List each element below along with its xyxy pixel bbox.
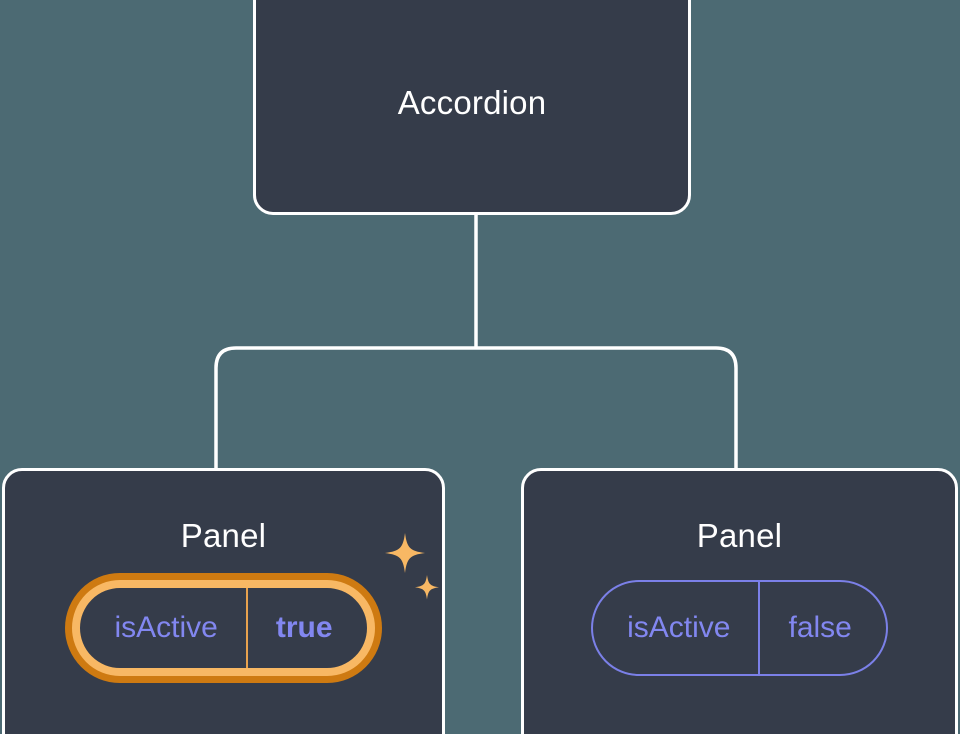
prop-pill-left-wrap: isActive true [5, 580, 442, 676]
node-panel-right[interactable]: Panel isActive false [521, 468, 958, 734]
prop-pill-is-active-false[interactable]: isActive false [591, 580, 888, 676]
prop-pill-divider [758, 582, 761, 674]
prop-pill-is-active-true[interactable]: isActive true [72, 580, 375, 676]
prop-pill-divider [245, 588, 248, 668]
prop-pill-value: false [788, 611, 852, 644]
connector-branch-bar [214, 346, 738, 470]
node-panel-right-label: Panel [696, 517, 783, 554]
node-accordion-label: Accordion [397, 84, 547, 121]
prop-pill-key: isActive [627, 611, 731, 644]
node-panel-left[interactable]: Panel isActive true [2, 468, 445, 734]
prop-pill-right-wrap: isActive false [524, 580, 955, 676]
node-panel-left-label: Panel [180, 517, 267, 554]
prop-pill-key: isActive [114, 611, 218, 644]
prop-pill-value: true [275, 611, 333, 644]
node-accordion[interactable]: Accordion [253, 0, 691, 215]
